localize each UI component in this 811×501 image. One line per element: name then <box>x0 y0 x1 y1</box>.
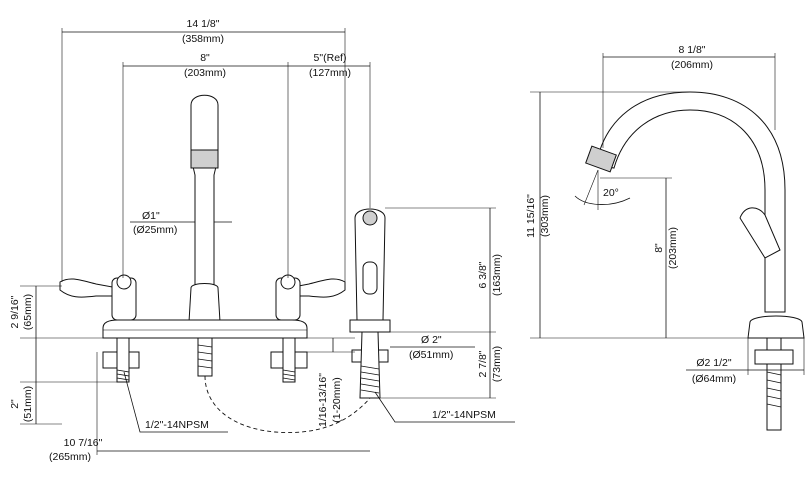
base-diameter-metric: (Ø64mm) <box>692 373 736 385</box>
sprayer-shank <box>359 331 381 399</box>
deck-thickness-value: 1/16-13/16" <box>317 373 329 427</box>
side-sprayer <box>349 208 391 399</box>
sprayer-shank-metric: (73mm) <box>491 346 503 382</box>
side-view-dimensions: 8 1/8" (206mm) 11 15/16" (303mm) 8" (203… <box>525 44 805 385</box>
base-length-metric: (265mm) <box>49 451 91 463</box>
front-view-faucet <box>59 94 376 434</box>
shank-length-value: 2" <box>9 399 21 409</box>
side-view-faucet <box>585 91 805 431</box>
overall-width-value: 14 1/8" <box>187 18 220 30</box>
sprayer-base-dia-value: Ø 2" <box>421 334 442 346</box>
side-nut <box>754 349 794 365</box>
center-spread-metric: (203mm) <box>184 67 226 79</box>
deck-thickness-metric: (1-20mm) <box>331 377 343 423</box>
center-shank <box>197 337 213 377</box>
sprayer-base <box>349 319 391 333</box>
deck-plate <box>102 319 308 339</box>
sprayer-base-dia-metric: (Ø51mm) <box>409 349 453 361</box>
side-lever <box>739 207 781 259</box>
side-height-metric: (303mm) <box>539 195 551 237</box>
handle-height-value: 2 9/16" <box>9 295 21 328</box>
spout-angle-value: 20° <box>603 187 619 199</box>
front-view-dimensions: 14 1/8" (358mm) 8" (203mm) 5"(Ref) (127m… <box>9 18 515 463</box>
spout-aerator <box>190 149 219 169</box>
shank-length-metric: (51mm) <box>22 386 34 422</box>
side-aerator <box>585 145 617 173</box>
base-length-value: 10 7/16" <box>64 437 103 449</box>
spout <box>190 94 219 286</box>
spout-clearance-metric: (203mm) <box>667 227 679 269</box>
sprayer-offset-value: 5"(Ref) <box>314 52 347 64</box>
sprayer-offset-metric: (127mm) <box>309 67 351 79</box>
sprayer-trigger <box>362 261 378 295</box>
base-diameter-value: Ø2 1/2" <box>696 357 732 369</box>
spout-base <box>188 283 221 323</box>
spout-diameter-metric: (Ø25mm) <box>133 224 177 236</box>
side-base <box>747 315 805 339</box>
side-height-value: 11 15/16" <box>525 194 537 238</box>
side-spout <box>595 91 786 313</box>
sprayer-height-metric: (163mm) <box>491 254 503 296</box>
overall-width-metric: (358mm) <box>182 33 224 45</box>
right-thread-callout: 1/2"-14NPSM <box>432 409 496 421</box>
sprayer-hose <box>204 375 376 434</box>
left-shank <box>116 337 130 383</box>
center-spread-value: 8" <box>200 52 210 64</box>
left-handle-lever <box>59 278 119 298</box>
sprayer-height-value: 6 3/8" <box>477 261 489 288</box>
handle-height-metric: (65mm) <box>22 294 34 330</box>
side-reach-metric: (206mm) <box>671 59 713 71</box>
sprayer-shank-value: 2 7/8" <box>477 350 489 377</box>
left-thread-callout: 1/2"-14NPSM <box>145 419 209 431</box>
side-reach-value: 8 1/8" <box>678 44 705 56</box>
spout-diameter-value: Ø1" <box>142 210 160 222</box>
spout-clearance-value: 8" <box>653 243 665 253</box>
right-shank <box>282 337 296 383</box>
